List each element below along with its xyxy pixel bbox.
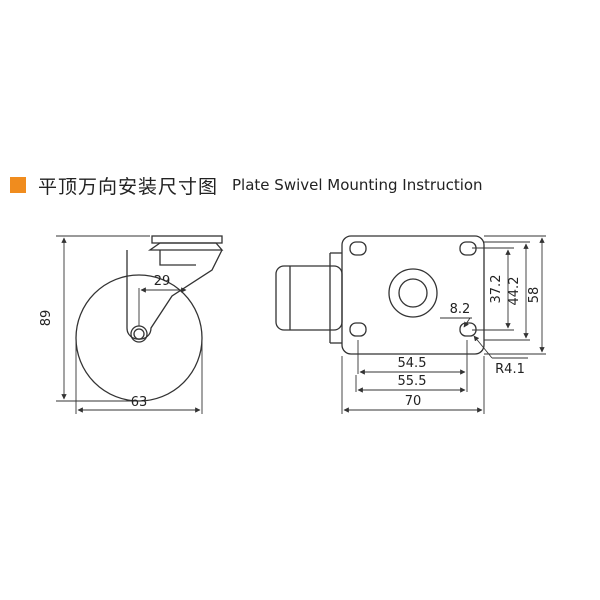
slot-leader-arrow (463, 317, 471, 328)
mounting-plate (341, 235, 485, 355)
side-width-label: 63 (131, 395, 148, 410)
outer-vertical-label: 44.2 (507, 277, 522, 306)
slot-width-label: 8.2 (450, 302, 471, 317)
mounting-slot-bottom-left (349, 322, 367, 337)
mounting-slot-bottom-right (459, 322, 477, 337)
center-boss-outer (388, 268, 438, 318)
outer-spacing-label: 55.5 (398, 374, 427, 389)
side-view (75, 235, 224, 402)
inner-vertical-label: 37.2 (489, 275, 504, 304)
inner-spacing-label: 54.5 (398, 356, 427, 371)
center-boss-inner (398, 278, 428, 308)
side-view-dimensions (56, 235, 203, 414)
section-header: 平顶万向安装尺寸图 Plate Swivel Mounting Instruct… (10, 168, 483, 202)
plate-view-dimensions (341, 235, 546, 414)
top-plate (151, 235, 223, 244)
fork-inner (159, 250, 196, 266)
plate-base (147, 242, 224, 251)
mounting-slot-top-left (349, 241, 367, 256)
title-english: Plate Swivel Mounting Instruction (232, 176, 483, 194)
mounting-slot-top-right (459, 241, 477, 256)
fork (126, 249, 223, 340)
overall-width-label: 70 (405, 394, 422, 409)
corner-radius-label: R4.1 (495, 362, 525, 377)
title-chinese: 平顶万向安装尺寸图 (38, 175, 219, 198)
plate-view (275, 235, 485, 355)
side-height-label: 89 (39, 310, 54, 327)
radius-leader (473, 335, 493, 359)
side-offset-label: 29 (154, 274, 171, 289)
overall-height-label: 58 (527, 287, 542, 304)
orange-square-icon (10, 177, 26, 193)
axle-inner (133, 328, 145, 340)
stem (275, 265, 343, 331)
